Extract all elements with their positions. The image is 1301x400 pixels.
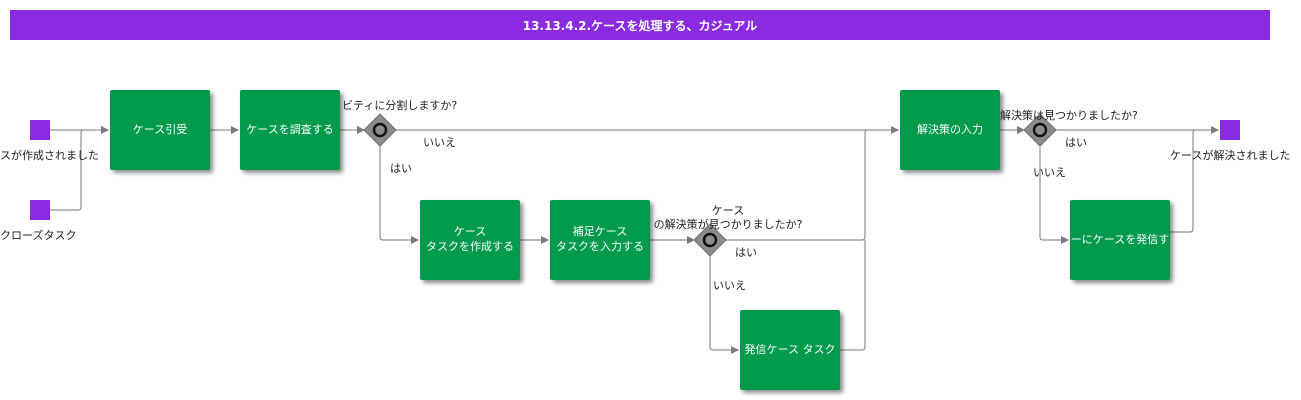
flow-send-case-to-end <box>1170 129 1197 233</box>
start-event-close-task-label: クローズタスク <box>0 229 77 242</box>
gateway-task-solution-question: ケース の解決策が見つかりましたか? <box>653 204 803 232</box>
flow-gw3-no <box>1039 146 1069 244</box>
gateway-split-yes-label: はい <box>390 162 412 175</box>
diagram-title: 13.13.4.2.ケースを処理する、カジュアル <box>10 10 1270 40</box>
flow-close-to-accept <box>50 129 85 211</box>
gateway-split[interactable] <box>363 113 397 147</box>
gateway-solution-question: 解決策は見つかりましたか? <box>1000 109 1138 122</box>
start-event-close-task[interactable] <box>30 200 50 220</box>
task-investigate-case[interactable]: ケースを調査する <box>240 90 340 170</box>
gateway-split-question: ビティに分割しますか? <box>342 99 458 112</box>
gateway-solution-yes-label: はい <box>1065 136 1087 149</box>
gateway-task-solution-no-label: いいえ <box>713 279 746 292</box>
end-event-case-resolved-label: ケースが解決されました <box>1170 149 1291 162</box>
end-event-case-resolved[interactable] <box>1220 120 1240 140</box>
gateway-task-solution-yes-label: はい <box>735 246 757 259</box>
start-event-case-created[interactable] <box>30 120 50 140</box>
task-accept-case[interactable]: ケース引受 <box>110 90 210 170</box>
gateway-solution-no-label: いいえ <box>1033 166 1066 179</box>
task-enter-solution[interactable]: 解決策の入力 <box>900 90 1000 170</box>
flow-send-task-merge <box>840 240 866 351</box>
gateway-split-no-label: いいえ <box>423 136 456 149</box>
gateway-solution-found[interactable] <box>1023 113 1057 147</box>
task-send-case[interactable]: ーにケースを発信す <box>1070 200 1170 280</box>
start-event-case-created-label: スが作成されました <box>0 149 99 162</box>
flow-gw2-yes <box>726 129 869 241</box>
flow-gw2-no <box>709 256 739 354</box>
gateway-task-solution[interactable] <box>693 223 727 257</box>
task-enter-supplementary[interactable]: 補足ケース タスクを入力する <box>550 200 650 280</box>
flow-gw1-yes <box>379 146 419 244</box>
task-create-case-task[interactable]: ケース タスクを作成する <box>420 200 520 280</box>
task-send-case-task[interactable]: 発信ケース タスク <box>740 310 840 390</box>
